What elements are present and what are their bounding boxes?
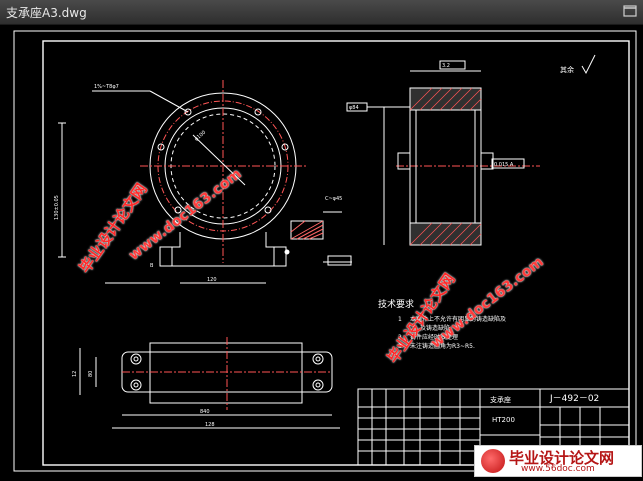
dim-840: 840: [200, 409, 210, 415]
tech-req-item-3: 未注铸造圆角为R3~R5.: [410, 342, 475, 350]
tech-req-heading: 技术要求: [378, 298, 414, 310]
base-section-detail: C~φ45: [284, 196, 352, 266]
dim-12: 12: [72, 371, 78, 377]
svg-text:3.2: 3.2: [442, 63, 450, 69]
svg-text:3: 3: [398, 343, 402, 350]
svg-text:B: B: [150, 263, 154, 269]
logo-name: 毕业设计论文网: [509, 449, 615, 467]
logo-icon: [481, 449, 505, 473]
svg-text:130±0.05: 130±0.05: [54, 195, 60, 220]
site-logo: 毕业设计论文网 www.56doc.com: [474, 445, 642, 477]
svg-text:φ100: φ100: [193, 130, 207, 143]
side-section-view: 0.015 A φ84 3.2 其余: [346, 54, 596, 246]
drawing-canvas[interactable]: 1%~T8φ7 φ100 130±0.05 120 B: [0, 25, 643, 477]
roughness-note: 其余: [560, 65, 574, 74]
part-name: 支承座: [490, 395, 511, 404]
top-view: 840 128 12 80: [72, 337, 340, 429]
svg-text:φ84: φ84: [349, 105, 359, 111]
window-title: 支承座A3.dwg: [6, 6, 87, 20]
dim-120: 120: [207, 277, 217, 283]
dim-128: 128: [205, 422, 215, 428]
tech-req-item-1: 本铸件上不允许有明显的铸造缺陷及: [410, 315, 506, 323]
tech-req-item-2: 铸件应经时效处理: [410, 333, 458, 341]
svg-text:1%~T8φ7: 1%~T8φ7: [94, 84, 119, 90]
maximize-icon[interactable]: [623, 5, 637, 17]
svg-text:2: 2: [398, 334, 402, 341]
svg-text:及铸造缺陷: 及铸造缺陷: [420, 324, 450, 332]
logo-url: www.56doc.com: [521, 464, 595, 474]
dim-80: 80: [88, 371, 94, 377]
cad-drawing: 1%~T8φ7 φ100 130±0.05 120 B: [13, 30, 637, 472]
technical-requirements: 技术要求 1 本铸件上不允许有明显的铸造缺陷及 及铸造缺陷 2 铸件应经时效处理…: [378, 298, 506, 350]
window-titlebar: 支承座A3.dwg: [0, 0, 643, 25]
svg-text:C~φ45: C~φ45: [325, 196, 342, 202]
sheet-border: [13, 30, 637, 472]
svg-text:0.015 A: 0.015 A: [494, 162, 514, 168]
drawing-number: J－492－02: [549, 394, 599, 404]
drawing-frame: [42, 40, 630, 466]
material: HT200: [492, 416, 515, 424]
svg-text:1: 1: [398, 316, 402, 323]
